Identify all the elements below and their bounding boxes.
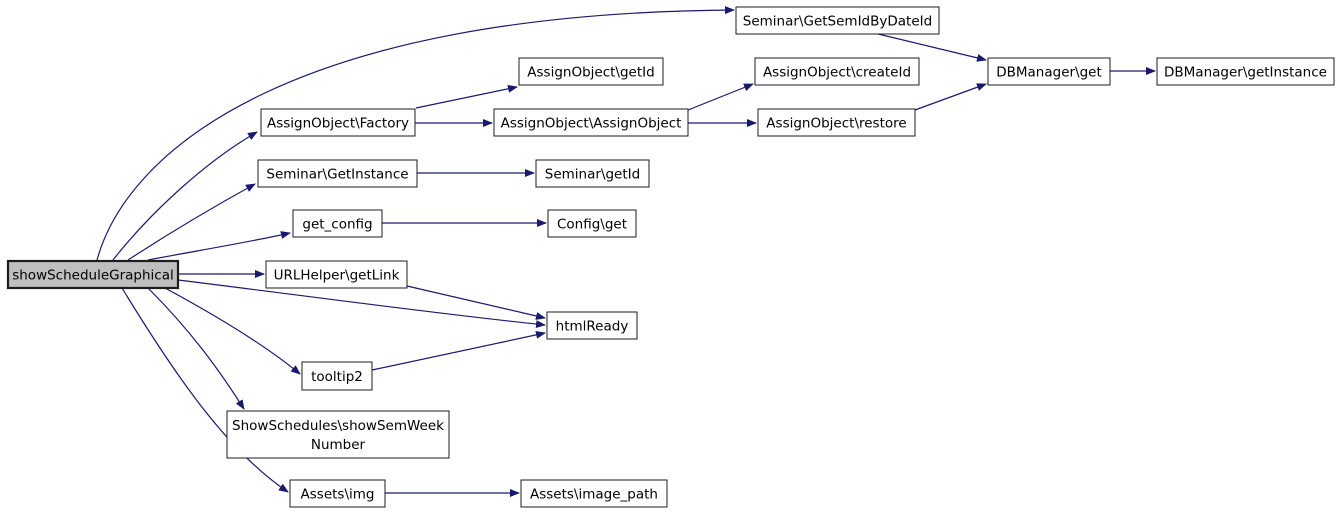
node-box-show-schedule-graphical[interactable] xyxy=(6,259,180,290)
node-assign-object-assign-object[interactable]: AssignObject\AssignObject xyxy=(493,108,689,137)
node-box-db-manager-get-instance[interactable] xyxy=(1156,57,1335,86)
edge-show-schedule-graphical-to-get-config xyxy=(147,231,291,261)
node-tooltip2[interactable]: tooltip2 xyxy=(301,361,373,391)
node-box-seminar-get-id[interactable] xyxy=(535,159,650,188)
node-seminar-get-instance[interactable]: Seminar\GetInstance xyxy=(257,159,418,188)
edge-assign-object-restore-to-db-manager-get xyxy=(914,83,987,111)
node-box-assets-image-path[interactable] xyxy=(520,479,668,508)
node-show-schedule-graphical[interactable]: showScheduleGraphical xyxy=(6,259,180,290)
node-label-assign-object-assign-object: AssignObject\AssignObject xyxy=(501,116,682,132)
node-label-config-get: Config\get xyxy=(557,217,627,233)
node-db-manager-get[interactable]: DBManager\get xyxy=(987,57,1111,86)
node-assign-object-factory[interactable]: AssignObject\Factory xyxy=(260,108,416,137)
edge-show-schedule-graphical-to-html-ready xyxy=(177,279,546,329)
node-assign-object-restore[interactable]: AssignObject\restore xyxy=(757,108,916,137)
node-db-manager-get-instance[interactable]: DBManager\getInstance xyxy=(1156,57,1335,86)
node-box-show-schedules-show-sem-week-number[interactable] xyxy=(226,410,450,459)
node-label-db-manager-get-instance: DBManager\getInstance xyxy=(1164,65,1327,81)
node-box-tooltip2[interactable] xyxy=(301,361,373,391)
node-label-assign-object-create-id: AssignObject\createId xyxy=(763,65,911,81)
node-html-ready[interactable]: htmlReady xyxy=(546,311,638,340)
node-box-assign-object-get-id[interactable] xyxy=(518,57,664,86)
node-assets-img[interactable]: Assets\img xyxy=(289,479,386,508)
node-config-get[interactable]: Config\get xyxy=(547,209,637,238)
node-label-assets-image-path: Assets\image_path xyxy=(530,487,658,503)
node-box-url-helper-get-link[interactable] xyxy=(265,260,408,289)
node-box-assign-object-create-id[interactable] xyxy=(754,57,920,86)
node-assets-image-path[interactable]: Assets\image_path xyxy=(520,479,668,508)
node-label-seminar-get-instance: Seminar\GetInstance xyxy=(266,167,408,183)
edge-seminar-get-sem-id-by-date-id-to-db-manager-get xyxy=(877,33,987,62)
edge-assign-object-factory-to-assign-object-get-id xyxy=(415,84,518,109)
node-url-helper-get-link[interactable]: URLHelper\getLink xyxy=(265,260,408,289)
node-box-db-manager-get[interactable] xyxy=(987,57,1111,86)
edge-show-schedule-graphical-to-seminar-get-instance xyxy=(127,183,256,261)
node-label-url-helper-get-link: URLHelper\getLink xyxy=(274,268,400,284)
node-get-config[interactable]: get_config xyxy=(292,209,383,238)
node-label-seminar-get-id: Seminar\getId xyxy=(545,167,640,183)
node-box-assets-img[interactable] xyxy=(289,479,386,508)
node-box-assign-object-restore[interactable] xyxy=(757,108,916,137)
node-box-html-ready[interactable] xyxy=(546,311,638,340)
node-assign-object-get-id[interactable]: AssignObject\getId xyxy=(518,57,664,86)
node-label-show-schedule-graphical: showScheduleGraphical xyxy=(12,268,174,284)
edge-show-schedule-graphical-to-seminar-get-sem-id-by-date-id xyxy=(96,6,735,261)
edge-assign-object-assign-object-to-assign-object-create-id xyxy=(687,83,754,111)
node-box-assign-object-assign-object[interactable] xyxy=(493,108,689,137)
node-seminar-get-id[interactable]: Seminar\getId xyxy=(535,159,650,188)
node-label-seminar-get-sem-id-by-date-id: Seminar\GetSemIdByDateId xyxy=(743,14,932,30)
edge-url-helper-get-link-to-html-ready xyxy=(406,285,546,320)
node-label-get-config: get_config xyxy=(302,217,372,233)
node-box-get-config[interactable] xyxy=(292,209,383,238)
node-label-db-manager-get: DBManager\get xyxy=(996,65,1102,81)
node-assign-object-create-id[interactable]: AssignObject\createId xyxy=(754,57,920,86)
edge-show-schedule-graphical-to-assign-object-factory xyxy=(112,131,258,261)
node-box-config-get[interactable] xyxy=(547,209,637,238)
node-label-assign-object-get-id: AssignObject\getId xyxy=(527,65,654,81)
edge-show-schedule-graphical-to-assets-img xyxy=(121,287,289,493)
node-label-show-schedules-show-sem-week-number: Number xyxy=(311,437,366,453)
node-label-assign-object-factory: AssignObject\Factory xyxy=(267,116,409,132)
node-box-seminar-get-instance[interactable] xyxy=(257,159,418,188)
node-box-seminar-get-sem-id-by-date-id[interactable] xyxy=(735,6,940,35)
node-box-assign-object-factory[interactable] xyxy=(260,108,416,137)
node-label-html-ready: htmlReady xyxy=(556,319,629,335)
node-label-assets-img: Assets\img xyxy=(301,487,375,503)
node-label-assign-object-restore: AssignObject\restore xyxy=(766,116,906,132)
edge-show-schedule-graphical-to-show-schedules-show-sem-week-number xyxy=(147,287,245,410)
edge-show-schedule-graphical-to-tooltip2 xyxy=(164,287,301,375)
node-seminar-get-sem-id-by-date-id[interactable]: Seminar\GetSemIdByDateId xyxy=(735,6,940,35)
node-label-tooltip2: tooltip2 xyxy=(311,369,363,385)
node-label-show-schedules-show-sem-week-number: ShowSchedules\showSemWeek xyxy=(232,418,444,434)
edge-tooltip2-to-html-ready xyxy=(371,330,546,371)
